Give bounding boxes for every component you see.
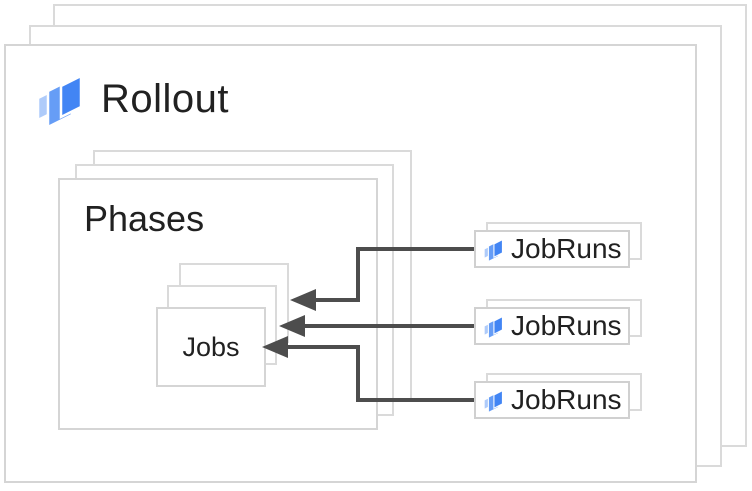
jobs-label: Jobs (182, 331, 240, 362)
cloud-deploy-icon (483, 315, 503, 339)
phases-title: Phases (84, 198, 205, 239)
cloud-deploy-icon (483, 238, 503, 262)
jobruns-card-1: JobRuns (474, 230, 630, 268)
jobruns-card-3: JobRuns (474, 381, 630, 419)
cloud-deploy-icon (36, 73, 83, 128)
jobruns-label-3: JobRuns (511, 384, 622, 415)
cloud-deploy-icon-big-shape (59, 73, 83, 120)
cloud-deploy-icon (483, 389, 503, 413)
jobruns-label-1: JobRuns (511, 233, 622, 264)
jobs-box-layer-front (156, 307, 266, 387)
rollout-title: Rollout (101, 76, 230, 121)
jobruns-card-2: JobRuns (474, 307, 630, 345)
jobruns-label-2: JobRuns (511, 310, 622, 341)
rollout-header: Rollout (33, 70, 229, 128)
